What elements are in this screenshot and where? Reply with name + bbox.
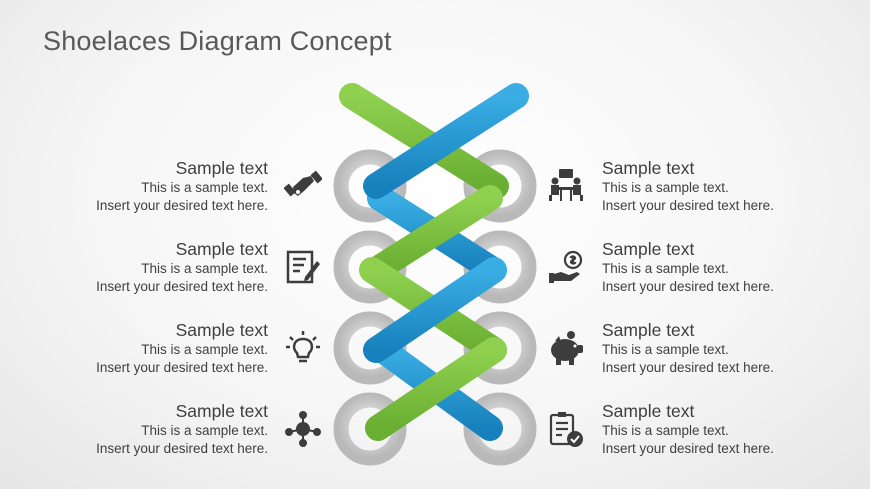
item-line-1: This is a sample text. [141,342,268,357]
lace-green-2 [363,185,503,283]
item-heading: Sample text [175,320,268,340]
piggy-bank-icon [547,329,585,367]
item-line-2: Insert your desired text here. [602,278,774,294]
item-line-2: Insert your desired text here. [96,278,268,294]
handshake-icon [283,166,323,204]
right-item-4: Sample text This is a sample text. Inser… [602,401,832,457]
item-line-1: This is a sample text. [141,180,268,195]
clipboard-check-icon [547,410,585,448]
item-heading: Sample text [602,158,695,178]
network-icon [284,410,322,448]
right-item-2: Sample text This is a sample text. Inser… [602,239,832,295]
item-line-1: This is a sample text. [602,423,729,438]
item-heading: Sample text [602,401,695,421]
left-item-3: Sample text This is a sample text. Inser… [38,320,268,376]
lace-blue-top [363,83,529,199]
item-heading: Sample text [175,158,268,178]
eyelet-right-1 [463,149,537,223]
right-item-1: Sample text This is a sample text. Inser… [602,158,832,214]
item-heading: Sample text [175,239,268,259]
item-line-1: This is a sample text. [602,261,729,276]
item-heading: Sample text [175,401,268,421]
left-item-1: Sample text This is a sample text. Inser… [38,158,268,214]
lace-blue-3 [363,257,507,363]
item-line-2: Insert your desired text here. [602,440,774,456]
item-line-2: Insert your desired text here. [96,440,268,456]
left-item-4: Sample text This is a sample text. Inser… [38,401,268,457]
item-line-1: This is a sample text. [141,261,268,276]
right-item-3: Sample text This is a sample text. Inser… [602,320,832,376]
laces [339,83,529,442]
lace-green-4 [365,337,507,441]
item-heading: Sample text [602,239,695,259]
money-hand-icon [547,248,585,286]
meeting-icon [547,167,585,205]
item-line-1: This is a sample text. [602,180,729,195]
item-line-2: Insert your desired text here. [602,197,774,213]
lightbulb-icon [284,329,322,367]
page-title: Shoelaces Diagram Concept [43,26,392,56]
item-line-2: Insert your desired text here. [602,359,774,375]
item-line-2: Insert your desired text here. [96,197,268,213]
item-heading: Sample text [602,320,695,340]
left-item-2: Sample text This is a sample text. Inser… [38,239,268,295]
item-line-2: Insert your desired text here. [96,359,268,375]
item-line-1: This is a sample text. [602,342,729,357]
document-pen-icon [284,248,322,286]
item-line-1: This is a sample text. [141,423,268,438]
